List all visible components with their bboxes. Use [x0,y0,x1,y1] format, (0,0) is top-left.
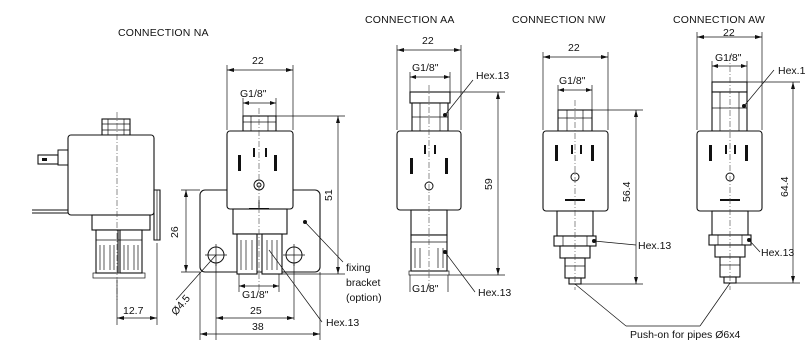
na-hole-dim: Ø4.5 [169,293,193,318]
fixing-label-2: bracket [346,277,381,289]
nw-height-dim: 56.4 [621,181,633,202]
aw-thread-label: G1/8" [715,52,742,64]
nw-thread-label: G1/8" [559,75,586,87]
aa-hex13-top-label: Hex.13 [476,70,509,82]
aa-top-thread-label: G1/8" [412,62,439,74]
pipe-note-label: Push-on for pipes Ø6x4 [630,329,740,340]
title-connection-na: CONNECTION NA [118,27,209,39]
nw-hex13-label: Hex.13 [638,240,671,252]
aw-height-dim: 64.4 [779,176,791,197]
aw-hex13-top-label: Hex.1 [778,65,806,77]
na-front-view: 22 G1/8" [169,55,382,340]
na-hole-spacing-dim: 25 [250,305,262,317]
aa-view: 22 G1/8" Hex.13 Hex.13 [396,35,511,299]
title-connection-nw: CONNECTION NW [512,14,606,26]
nw-view: 22 G1/8" Hex.13 [542,42,671,290]
fixing-label-1: fixing [346,262,371,274]
pipe-note-callout: Push-on for pipes Ø6x4 [574,282,740,340]
na-bracket-height-dim: 26 [169,226,181,238]
na-bottom-thread-label: G1/8" [242,289,269,301]
title-connection-aw: CONNECTION AW [673,14,765,26]
aa-height-dim: 59 [483,178,495,190]
aa-hex13-bottom-label: Hex.13 [478,287,511,299]
na-side-view: 12.7 [32,112,161,325]
na-height-dim: 51 [323,189,335,201]
na-top-thread-label: G1/8" [240,88,267,100]
nw-width-dim: 22 [568,42,580,54]
aw-hex13-bottom-label: Hex.13 [761,247,794,259]
fixing-label-3: (option) [346,292,382,304]
na-top-width-dim: 22 [252,55,264,67]
title-connection-aa: CONNECTION AA [365,14,455,26]
aw-width-dim: 22 [723,27,735,39]
aw-view: 22 G1/8" Hex.1 Hex.13 [696,27,806,290]
na-bracket-width-dim: 38 [252,321,264,333]
na-hex13-label: Hex.13 [326,317,359,329]
na-side-offset-dim: 12.7 [123,305,144,317]
aa-bottom-thread-label: G1/8" [412,283,439,295]
aa-width-dim: 22 [422,35,434,47]
